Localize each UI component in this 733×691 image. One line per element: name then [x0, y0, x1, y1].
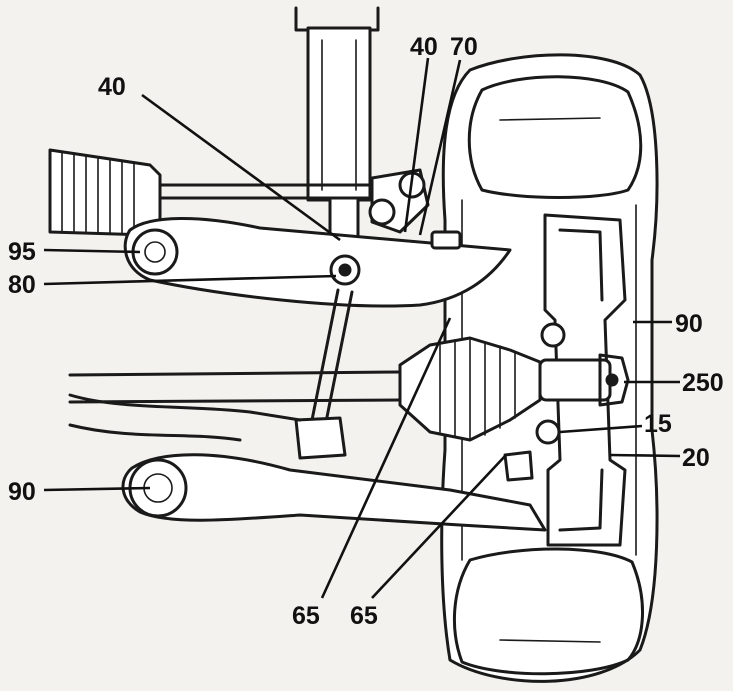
leader-90l	[43, 486, 151, 492]
label-40-right: 40	[410, 33, 438, 61]
label-40-left: 40	[98, 73, 126, 101]
leader-80	[43, 274, 337, 286]
label-20: 20	[682, 444, 710, 472]
leader-20	[609, 453, 681, 458]
leader-95	[43, 248, 141, 254]
callout-labels: 40 40 70 95 80 90 250 15 20 90 65 65	[8, 33, 724, 630]
leader-40a	[141, 93, 341, 242]
label-90-right: 90	[675, 310, 703, 338]
leader-15	[559, 424, 643, 434]
label-250: 250	[682, 369, 724, 397]
label-90-left: 90	[8, 478, 36, 506]
label-15: 15	[644, 410, 672, 438]
label-65-left: 65	[292, 602, 320, 630]
label-80: 80	[8, 271, 36, 299]
upper-arm	[123, 217, 512, 308]
leader-65a	[320, 317, 452, 599]
leader-65b	[371, 454, 507, 599]
label-95: 95	[8, 238, 36, 266]
drive-shaft	[68, 336, 542, 442]
suspension-strut	[294, 6, 380, 240]
leader-lines	[43, 57, 681, 599]
lower-arm	[68, 322, 566, 532]
label-65-right: 65	[350, 602, 378, 630]
leader-40b	[403, 57, 430, 233]
brake-disc-hub	[538, 213, 630, 547]
label-70: 70	[450, 33, 478, 61]
leader-70	[418, 59, 462, 236]
